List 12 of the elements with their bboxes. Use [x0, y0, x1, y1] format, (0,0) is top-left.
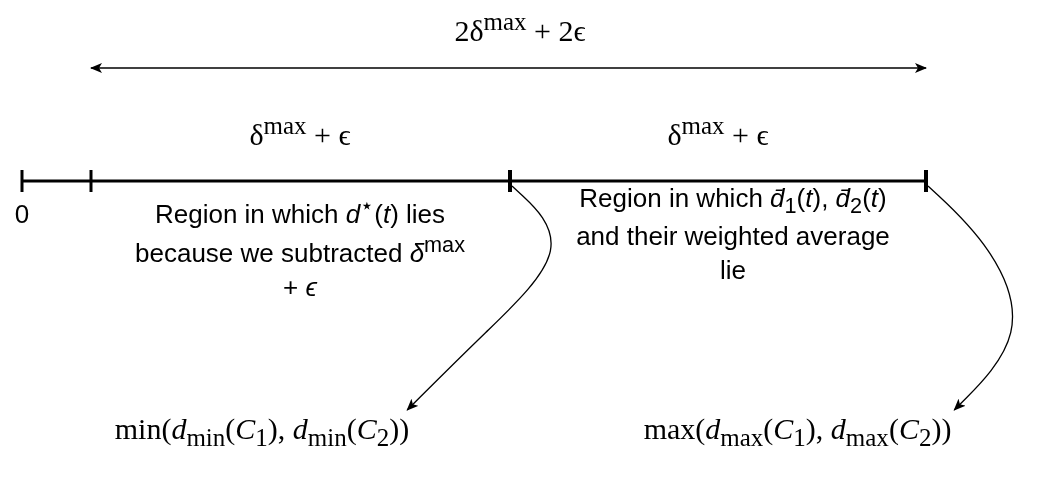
- curved-arrow: [927, 185, 1014, 411]
- tick-mark: [508, 170, 512, 192]
- segment-label: δ$^{max}$ + ϵ: [248, 112, 352, 152]
- region-description: Region in which d$^{⋆}$(t) lies because we subtracted δ$^{max}$ + ϵ: [135, 192, 465, 304]
- segment-label: δ$^{max}$ + ϵ: [666, 112, 770, 152]
- tick-mark: [924, 170, 928, 192]
- dimension-label: 2δ$^{max}$ + 2ϵ: [453, 8, 587, 48]
- tick-label: 0: [13, 198, 31, 231]
- formula-label: min(d$_{min}$(C$_{1}$), d$_{min}$(C$_{2}$)): [42, 412, 482, 460]
- curved-arrow: [406, 185, 552, 411]
- formula-label: max(d$_{max}$(C$_{1}$), d$_{max}$(C$_{2}$)): [560, 412, 1035, 460]
- region-description: Region in which d̄$_{1}$(t), d̄$_{2}$(t) and their weighted average lie: [575, 182, 891, 288]
